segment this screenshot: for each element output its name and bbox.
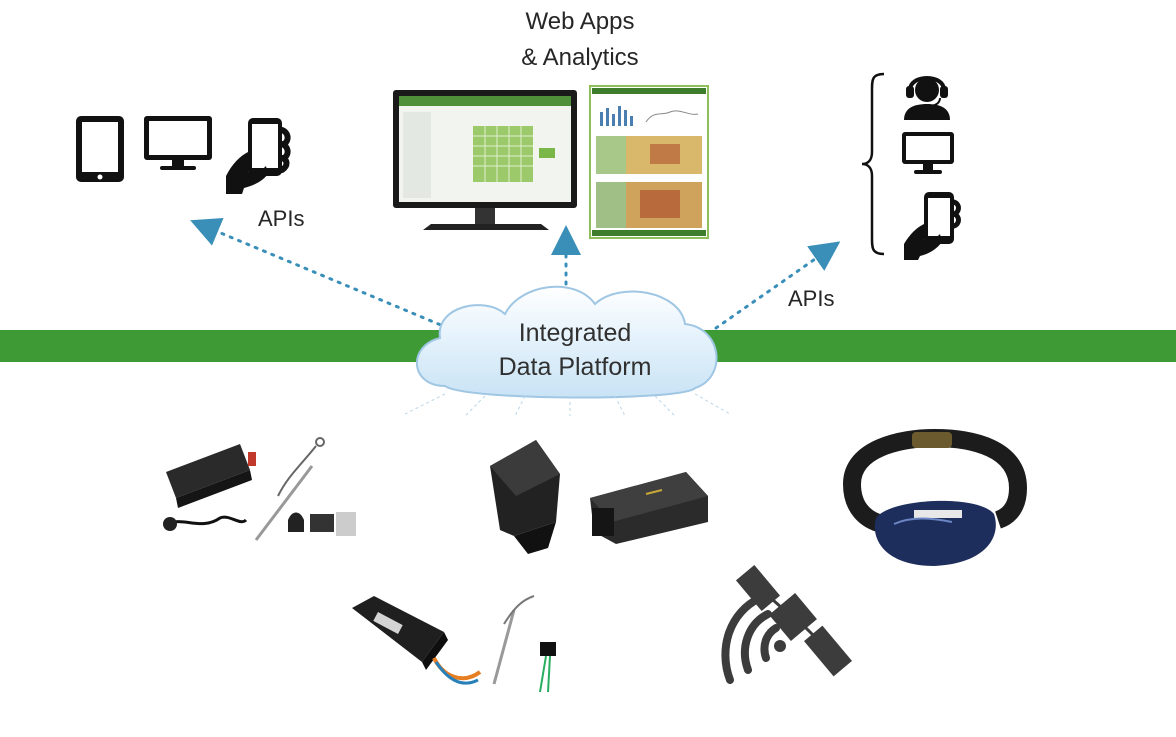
title-line-2: & Analytics bbox=[521, 44, 639, 71]
smartphone-hand-icon bbox=[226, 118, 291, 194]
user-group-bracket bbox=[861, 72, 885, 256]
analytics-monitor bbox=[393, 90, 577, 230]
cloud-shape bbox=[404, 285, 731, 417]
animal-gps-collar bbox=[843, 428, 1028, 566]
api-label-right: APIs bbox=[788, 286, 835, 311]
analytics-report bbox=[589, 85, 709, 239]
portable-gps-tracker bbox=[352, 595, 556, 693]
desktop-icon-right bbox=[902, 132, 954, 174]
satellite-icon bbox=[721, 564, 852, 684]
desktop-icon bbox=[144, 116, 212, 170]
title-line-1: Web Apps bbox=[525, 8, 635, 35]
support-agent-icon bbox=[904, 76, 950, 120]
obd-tracker-devices bbox=[490, 440, 708, 554]
cloud-line-1: Integrated bbox=[518, 319, 632, 347]
api-label-left: APIs bbox=[258, 206, 305, 231]
cloud-label: Integrated Data Platform bbox=[470, 316, 680, 384]
smartphone-hand-icon-right bbox=[904, 192, 961, 260]
cloud-line-2: Data Platform bbox=[498, 353, 652, 381]
web-apps-title: Web Apps & Analytics bbox=[480, 4, 680, 76]
vehicle-gps-tracker bbox=[163, 437, 356, 541]
tablet-icon bbox=[76, 116, 124, 182]
arrow-left bbox=[190, 217, 450, 330]
